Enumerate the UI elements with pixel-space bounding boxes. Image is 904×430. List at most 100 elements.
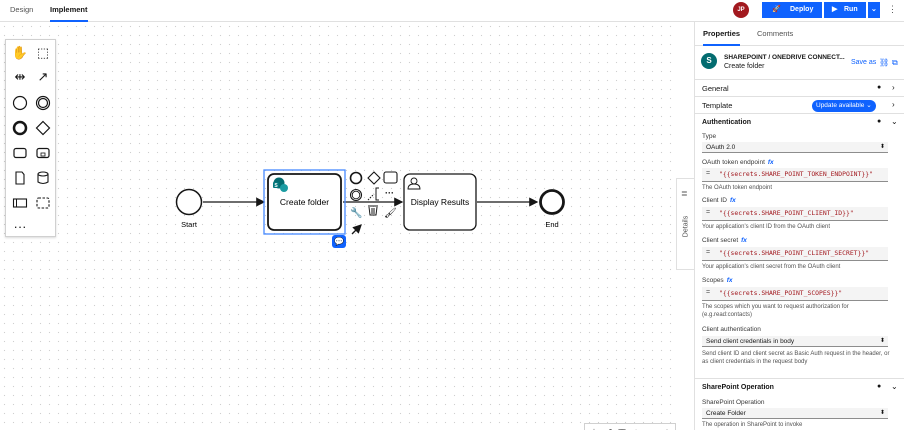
avatar[interactable]: JP [733, 2, 749, 18]
save-template-icon[interactable]: ⛓ [879, 58, 890, 67]
client-id-input[interactable]: ="{{secrets.SHARE_POINT_CLIENT_ID}}" [702, 207, 888, 221]
connector-name: SHAREPOINT / ONEDRIVE CONNECT... [724, 54, 845, 61]
gateway-icon[interactable] [34, 120, 52, 138]
client-auth-label: Client authentication [702, 326, 761, 333]
client-auth-select[interactable]: Send client credentials in body⬍ [702, 336, 888, 347]
tab-comments[interactable]: Comments [757, 29, 794, 38]
save-as-link[interactable]: Save as [851, 59, 877, 66]
download-icon[interactable]: ⤓ [587, 424, 601, 430]
zoom-out-icon[interactable]: − [645, 424, 659, 430]
bpmn-diagram: Start S Create folder Display Results En… [175, 169, 565, 235]
connect-icon[interactable] [351, 224, 362, 235]
task-display-results-label: Display Results [411, 197, 470, 207]
client-id-label-text: Client ID [702, 197, 727, 204]
client-secret-input[interactable]: ="{{secrets.SHARE_POINT_CLIENT_SECRET}}" [702, 247, 888, 261]
context-pad: ··· 🔧 🖌 [349, 171, 398, 235]
token-endpoint-help: The OAuth token endpoint [702, 185, 773, 191]
data-store-icon[interactable] [34, 170, 52, 188]
status-dot-icon: ● [877, 118, 882, 125]
tab-properties[interactable]: Properties [703, 22, 741, 46]
section-authentication[interactable]: Authentication ● ⌄ [695, 113, 904, 131]
overflow-menu-icon[interactable]: ⋮ [888, 4, 897, 14]
sp-operation-select[interactable]: Create Folder⬍ [702, 408, 888, 419]
top-bar: Design Implement JP 🚀 Deploy ▶ Run ⌄ ⋮ [0, 0, 904, 22]
text-annotation-icon[interactable] [367, 193, 375, 201]
lasso-tool-icon[interactable]: ⬚ [36, 45, 50, 60]
hand-tool-icon[interactable]: ✋ [11, 45, 29, 60]
fx-icon: fx [741, 237, 747, 244]
status-dot-icon: ● [877, 383, 882, 390]
run-dropdown-button[interactable]: ⌄ [867, 2, 880, 18]
feel-equals-icon: = [706, 289, 711, 296]
group-template[interactable]: Template Update available ⌄ › [695, 96, 904, 114]
fx-icon: fx [767, 159, 774, 166]
play-icon: ▶ [832, 6, 838, 13]
append-task-icon[interactable] [383, 171, 398, 184]
fullscreen-icon[interactable]: ⤢ [601, 424, 615, 430]
wrench-icon[interactable]: 🔧 [350, 206, 362, 219]
sp-operation-help: The operation in SharePoint to invoke [702, 422, 803, 428]
sp-operation-value: Create Folder [706, 410, 746, 417]
delete-icon[interactable] [368, 205, 378, 216]
start-event-icon[interactable] [11, 95, 29, 113]
comment-badge-icon[interactable]: 💬 [332, 235, 346, 248]
space-tool-icon[interactable]: ⇹ [14, 69, 26, 84]
deploy-button[interactable]: 🚀 Deploy [762, 2, 822, 18]
modeler-canvas[interactable]: ✋ ⬚ ⇹ ↗ ··· Start S Create folder [0, 22, 676, 430]
feel-equals-icon: = [706, 249, 711, 256]
tab-implement[interactable]: Implement [50, 0, 88, 22]
sp-operation-label: SharePoint Operation [702, 399, 765, 406]
group-icon[interactable] [34, 195, 52, 213]
user-task-icon [407, 177, 421, 190]
intermediate-event-icon[interactable] [34, 95, 52, 113]
end-event-icon[interactable] [11, 120, 29, 138]
type-select[interactable]: OAuth 2.0⬍ [702, 142, 888, 153]
run-label: Run [844, 6, 858, 13]
chevron-down-icon: ⌄ [891, 117, 898, 126]
data-object-icon[interactable] [11, 170, 29, 188]
details-icon: ≣ [681, 189, 688, 198]
more-elements-icon[interactable]: ··· [13, 219, 27, 234]
external-link-icon[interactable]: ⧉ [892, 58, 898, 67]
append-gateway-icon[interactable] [367, 171, 381, 185]
section-sharepoint-operation[interactable]: SharePoint Operation ● ⌄ [695, 378, 904, 396]
select-arrow-icon: ⬍ [879, 338, 885, 344]
more-options-icon[interactable]: ··· [385, 188, 394, 198]
zoom-in-icon[interactable]: + [660, 424, 674, 430]
chevron-right-icon: › [892, 83, 895, 92]
tab-design[interactable]: Design [10, 5, 34, 14]
pool-icon[interactable] [11, 195, 29, 213]
task-icon[interactable] [11, 145, 29, 163]
details-side-tab[interactable]: ≣ Details [676, 178, 694, 270]
scopes-input[interactable]: ="{{secrets.SHARE_POINT_SCOPES}}" [702, 287, 888, 301]
fx-icon: fx [729, 197, 736, 204]
update-available-label: Update available [816, 102, 865, 109]
append-end-event-icon[interactable] [349, 171, 363, 185]
center-icon[interactable]: ⌖ [629, 424, 643, 430]
end-event-label: End [545, 220, 558, 229]
paint-icon[interactable]: 🖌 [384, 207, 397, 219]
section-sharepoint-operation-title: SharePoint Operation [702, 384, 774, 391]
group-template-label: Template [702, 101, 733, 110]
subprocess-icon[interactable] [34, 145, 52, 163]
task-display-results[interactable] [403, 173, 477, 231]
run-button[interactable]: ▶ Run [824, 2, 866, 18]
chevron-right-icon: › [892, 100, 895, 109]
token-endpoint-label-text: OAuth token endpoint [702, 159, 765, 166]
token-endpoint-input[interactable]: ="{{secrets.SHARE_POINT_TOKEN_ENDPOINT}}… [702, 168, 888, 182]
group-general-label: General [702, 84, 729, 93]
element-palette: ✋ ⬚ ⇹ ↗ ··· [5, 39, 56, 237]
update-available-badge[interactable]: Update available ⌄ [812, 100, 876, 112]
minimap-icon[interactable]: ▥ [615, 424, 629, 430]
start-event-label: Start [181, 220, 198, 229]
connect-tool-icon[interactable]: ↗ [37, 69, 49, 84]
start-event[interactable] [175, 188, 203, 216]
section-authentication-title: Authentication [702, 119, 751, 126]
fx-icon: fx [726, 277, 733, 284]
feel-equals-icon: = [706, 209, 711, 216]
group-general[interactable]: General ● › [695, 79, 904, 97]
end-event[interactable] [539, 189, 565, 215]
